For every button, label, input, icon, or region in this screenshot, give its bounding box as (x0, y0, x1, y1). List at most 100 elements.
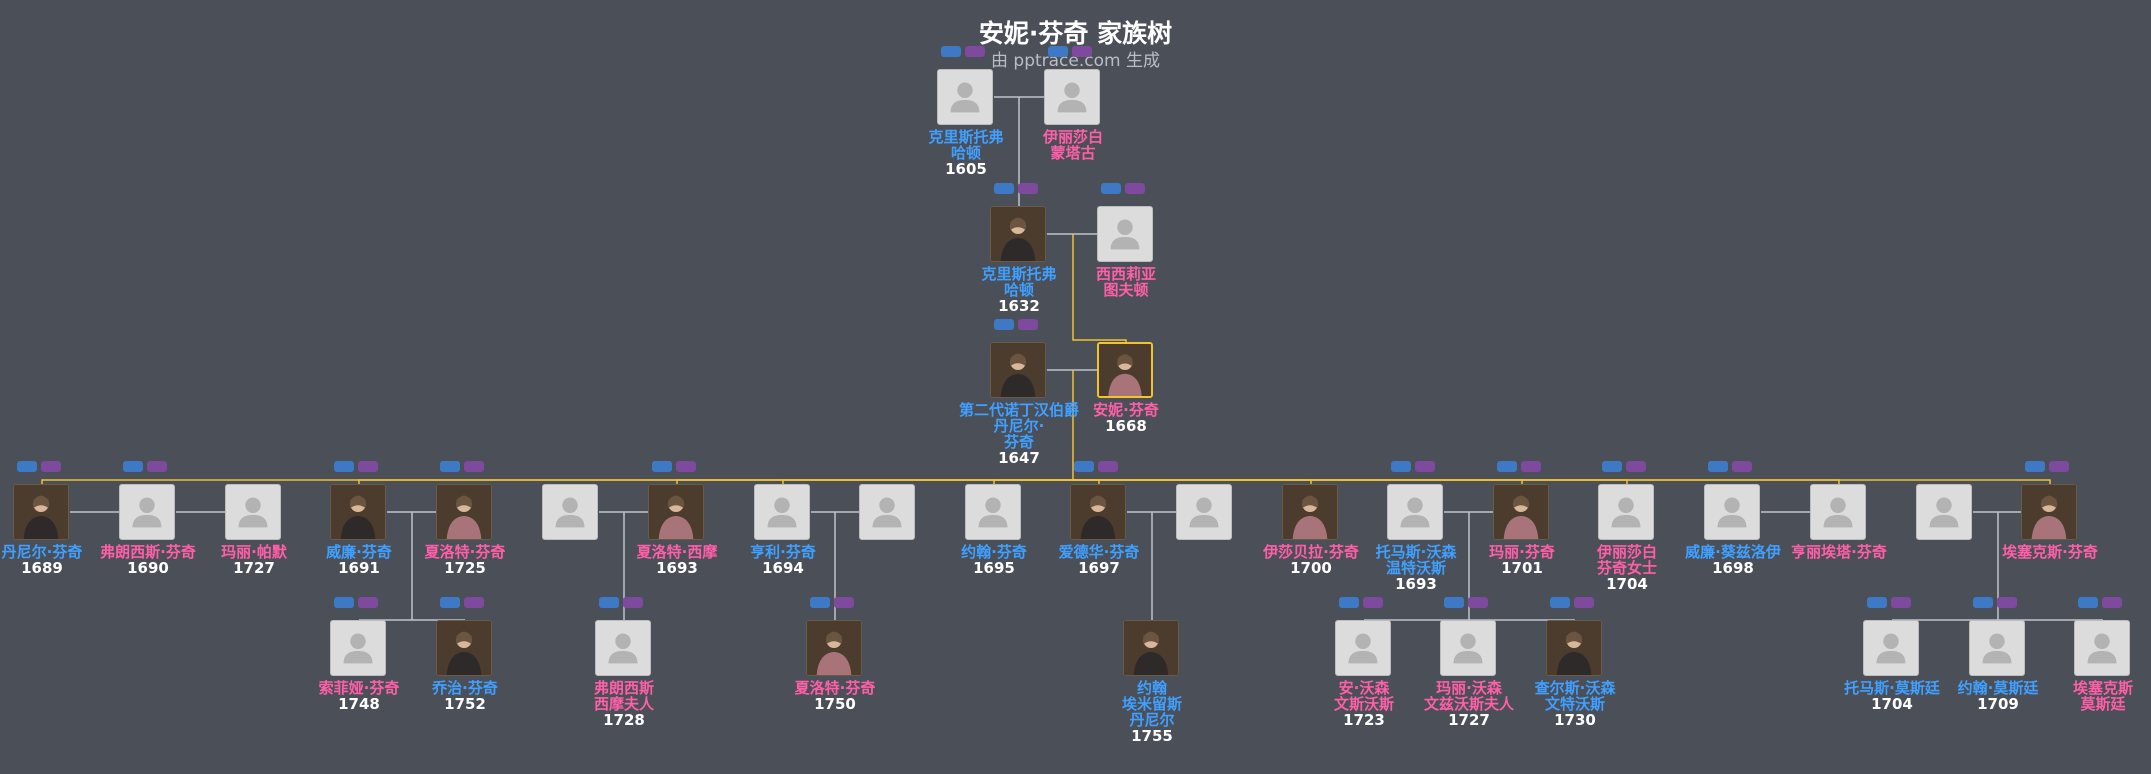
person-name: 克里斯托弗 哈顿 (981, 265, 1057, 299)
person-placeholder-icon[interactable] (1810, 484, 1866, 540)
expand-mother-button[interactable] (358, 461, 378, 472)
expand-father-button[interactable] (1444, 597, 1464, 608)
expand-father-button[interactable] (1708, 461, 1728, 472)
person-placeholder-icon[interactable] (1863, 620, 1919, 676)
portrait-photo[interactable] (990, 206, 1046, 262)
expand-father-button[interactable] (1867, 597, 1887, 608)
expand-father-button[interactable] (810, 597, 830, 608)
person-placeholder-icon[interactable] (595, 620, 651, 676)
expand-mother-button[interactable] (1997, 597, 2017, 608)
person-name: 丹尼尔·芬奇 (1, 543, 83, 561)
expand-father-button[interactable] (1497, 461, 1517, 472)
expand-mother-button[interactable] (676, 461, 696, 472)
person-placeholder-icon[interactable] (1176, 484, 1232, 540)
expand-mother-button[interactable] (1018, 183, 1038, 194)
expand-father-button[interactable] (599, 597, 619, 608)
person-placeholder-icon[interactable] (754, 484, 810, 540)
expand-father-button[interactable] (334, 597, 354, 608)
person-placeholder-icon[interactable] (1044, 69, 1100, 125)
person-placeholder-icon[interactable] (330, 620, 386, 676)
person-placeholder-icon[interactable] (937, 69, 993, 125)
portrait-photo[interactable] (1123, 620, 1179, 676)
expand-father-button[interactable] (440, 597, 460, 608)
portrait-photo[interactable] (1282, 484, 1338, 540)
expand-mother-button[interactable] (1018, 319, 1038, 330)
person-placeholder-icon[interactable] (1969, 620, 2025, 676)
expand-mother-button[interactable] (2049, 461, 2069, 472)
expand-father-button[interactable] (1602, 461, 1622, 472)
person-placeholder-icon[interactable] (2074, 620, 2130, 676)
person-placeholder-icon[interactable] (225, 484, 281, 540)
person-placeholder-icon[interactable] (1598, 484, 1654, 540)
expand-father-button[interactable] (123, 461, 143, 472)
person-placeholder-icon[interactable] (1916, 484, 1972, 540)
expand-father-button[interactable] (1074, 461, 1094, 472)
portrait-photo[interactable] (436, 620, 492, 676)
expand-mother-button[interactable] (1521, 461, 1541, 472)
portrait-photo[interactable] (990, 342, 1046, 398)
portrait-photo[interactable] (13, 484, 69, 540)
expand-mother-button[interactable] (1626, 461, 1646, 472)
expand-father-button[interactable] (17, 461, 37, 472)
expand-father-button[interactable] (994, 183, 1014, 194)
descent-line (782, 479, 1073, 484)
expand-mother-button[interactable] (41, 461, 61, 472)
expand-mother-button[interactable] (1732, 461, 1752, 472)
portrait-photo[interactable] (1097, 342, 1153, 398)
expand-mother-button[interactable] (1574, 597, 1594, 608)
expand-father-button[interactable] (1339, 597, 1359, 608)
expand-father-button[interactable] (1048, 46, 1068, 57)
person-placeholder-icon[interactable] (1440, 620, 1496, 676)
portrait-photo[interactable] (1070, 484, 1126, 540)
expand-father-button[interactable] (941, 46, 961, 57)
person-label: 埃塞克斯·芬奇 (1985, 544, 2115, 560)
expand-father-button[interactable] (440, 461, 460, 472)
portrait-photo[interactable] (1493, 484, 1549, 540)
portrait-photo[interactable] (648, 484, 704, 540)
expand-mother-button[interactable] (1098, 461, 1118, 472)
expand-father-button[interactable] (994, 319, 1014, 330)
expand-father-button[interactable] (2078, 597, 2098, 608)
person-placeholder-icon[interactable] (1335, 620, 1391, 676)
expand-father-button[interactable] (652, 461, 672, 472)
person-placeholder-icon[interactable] (859, 484, 915, 540)
expand-mother-button[interactable] (1468, 597, 1488, 608)
portrait-photo[interactable] (2021, 484, 2077, 540)
person-placeholder-icon[interactable] (542, 484, 598, 540)
expand-mother-button[interactable] (147, 461, 167, 472)
expand-father-button[interactable] (1973, 597, 1993, 608)
expand-mother-button[interactable] (464, 461, 484, 472)
person-placeholder-icon[interactable] (1704, 484, 1760, 540)
person-birth-year: 1728 (603, 711, 645, 729)
expand-mother-button[interactable] (2102, 597, 2122, 608)
portrait-photo[interactable] (806, 620, 862, 676)
expand-father-button[interactable] (334, 461, 354, 472)
expand-mother-button[interactable] (623, 597, 643, 608)
expand-mother-button[interactable] (1363, 597, 1383, 608)
person-placeholder-icon[interactable] (1097, 206, 1153, 262)
expand-father-button[interactable] (1101, 183, 1121, 194)
expand-mother-button[interactable] (1072, 46, 1092, 57)
expand-father-button[interactable] (1391, 461, 1411, 472)
portrait-photo[interactable] (436, 484, 492, 540)
expand-father-button[interactable] (2025, 461, 2045, 472)
person-placeholder-icon[interactable] (1387, 484, 1443, 540)
expand-mother-button[interactable] (1415, 461, 1435, 472)
expand-mother-button[interactable] (1125, 183, 1145, 194)
person-placeholder-icon[interactable] (119, 484, 175, 540)
expand-mother-button[interactable] (1891, 597, 1911, 608)
expand-father-button[interactable] (1550, 597, 1570, 608)
expand-mother-button[interactable] (464, 597, 484, 608)
expand-mother-button[interactable] (358, 597, 378, 608)
expand-mother-button[interactable] (965, 46, 985, 57)
portrait-photo[interactable] (330, 484, 386, 540)
portrait-photo[interactable] (1546, 620, 1602, 676)
person-birth-year: 1750 (814, 695, 856, 713)
person-name: 威廉·葵兹洛伊 (1685, 543, 1781, 561)
expand-mother-button[interactable] (834, 597, 854, 608)
person-placeholder-icon[interactable] (965, 484, 1021, 540)
